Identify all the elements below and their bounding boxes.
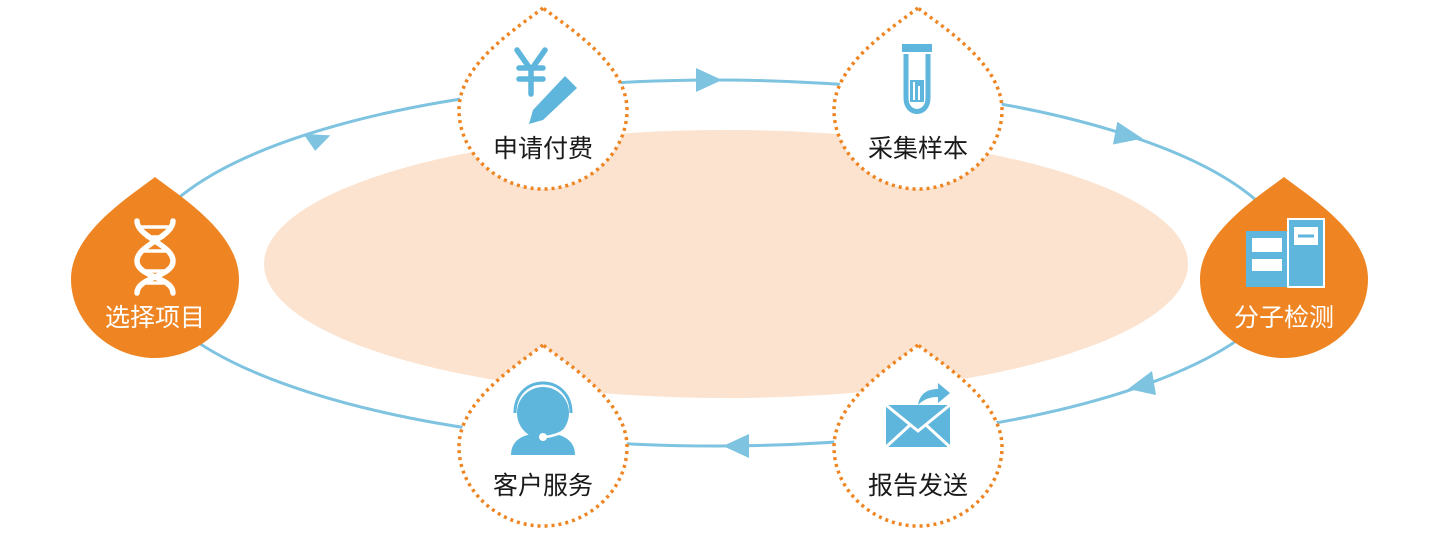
- step-molecular-test: 分子检测: [1196, 175, 1372, 369]
- step-label: 报告发送: [867, 471, 968, 500]
- envelope-send-icon: [884, 383, 952, 449]
- analyzer-machine-icon: [1246, 218, 1325, 288]
- step-label: 采集样本: [867, 134, 968, 163]
- step-collect-sample: 采集样本: [830, 5, 1006, 200]
- step-report-delivery: 报告发送: [830, 342, 1006, 537]
- step-customer-service: 客户服务: [455, 342, 631, 537]
- dna-icon: [134, 218, 176, 296]
- drop-shape: [457, 5, 629, 191]
- drop-shape: [71, 177, 239, 358]
- cycle-arrow: [1128, 371, 1156, 395]
- headset-agent-icon: [511, 381, 575, 455]
- yuan-pencil-icon: [514, 47, 577, 124]
- step-label: 分子检测: [1233, 303, 1334, 332]
- step-label: 申请付费: [492, 134, 593, 163]
- test-tube-icon: [902, 44, 932, 114]
- cycle-arrow: [1112, 121, 1143, 145]
- step-label: 客户服务: [492, 471, 593, 500]
- center-ellipse: [264, 130, 1188, 398]
- cycle-arrow: [696, 68, 722, 92]
- cycle-arrow: [723, 434, 749, 458]
- cycle-arrow: [303, 133, 331, 151]
- step-label: 选择项目: [104, 303, 205, 332]
- step-apply-payment: 申请付费: [455, 5, 631, 200]
- step-select-project: 选择项目: [67, 175, 243, 369]
